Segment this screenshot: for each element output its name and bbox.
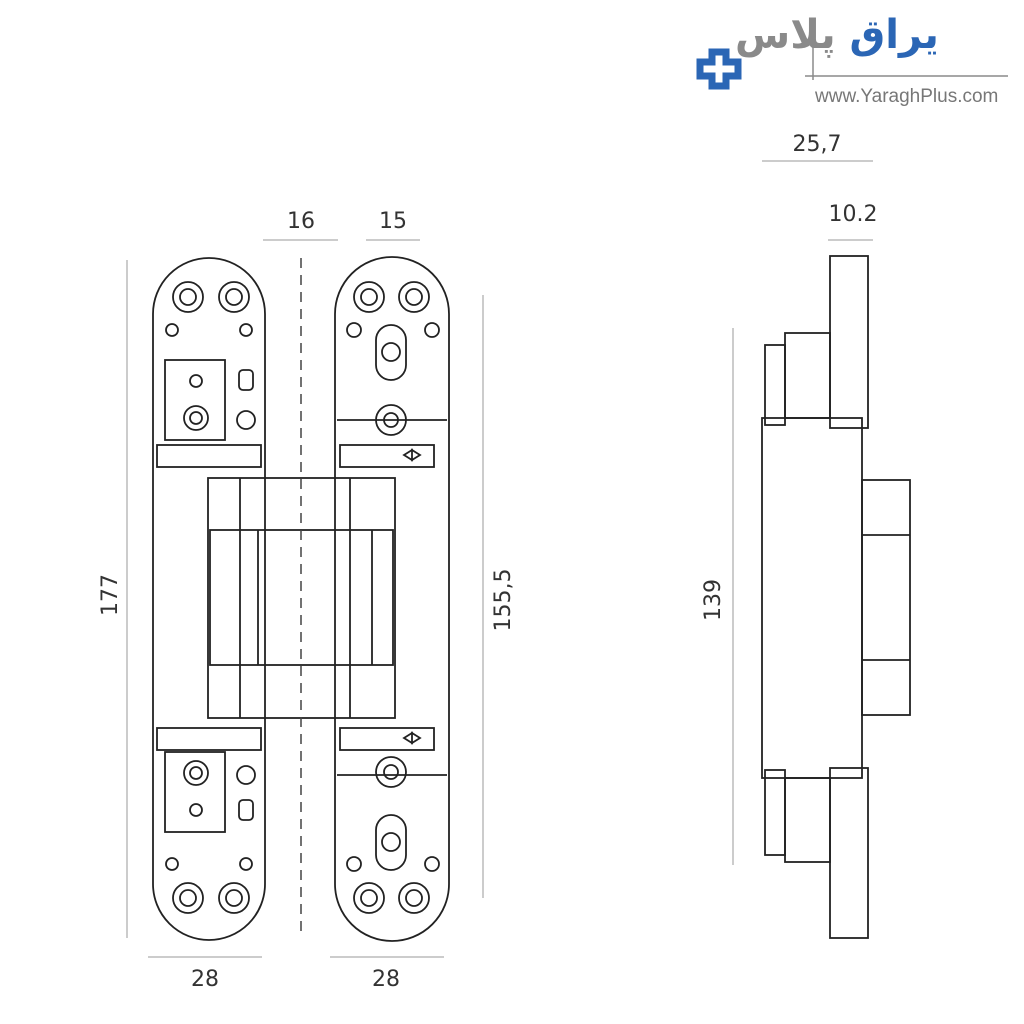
logo-plus-text: پلاس xyxy=(735,12,836,58)
logo-url: www.YaraghPlus.com xyxy=(815,86,999,107)
left-hinge-plate xyxy=(152,257,266,941)
dim-side-body-height: 139 xyxy=(701,579,726,621)
dim-side-plate: 10.2 xyxy=(829,202,878,227)
dim-gap: 16 xyxy=(287,209,315,234)
dim-mount-spacing: 155,5 xyxy=(491,569,516,632)
logo-cross-icon xyxy=(696,18,1008,90)
dim-left-width: 28 xyxy=(191,967,219,992)
dimension-lines xyxy=(126,160,873,958)
dim-body-offset: 15 xyxy=(379,209,407,234)
dim-overall-height: 177 xyxy=(98,574,123,616)
dim-side-depth: 25,7 xyxy=(793,132,842,157)
dim-right-width: 28 xyxy=(372,967,400,992)
side-view xyxy=(761,255,911,939)
logo-brand-text: یراق xyxy=(849,12,939,58)
right-hinge-plate xyxy=(334,256,450,942)
logo-wordmark: یراق پلاس xyxy=(735,12,939,58)
